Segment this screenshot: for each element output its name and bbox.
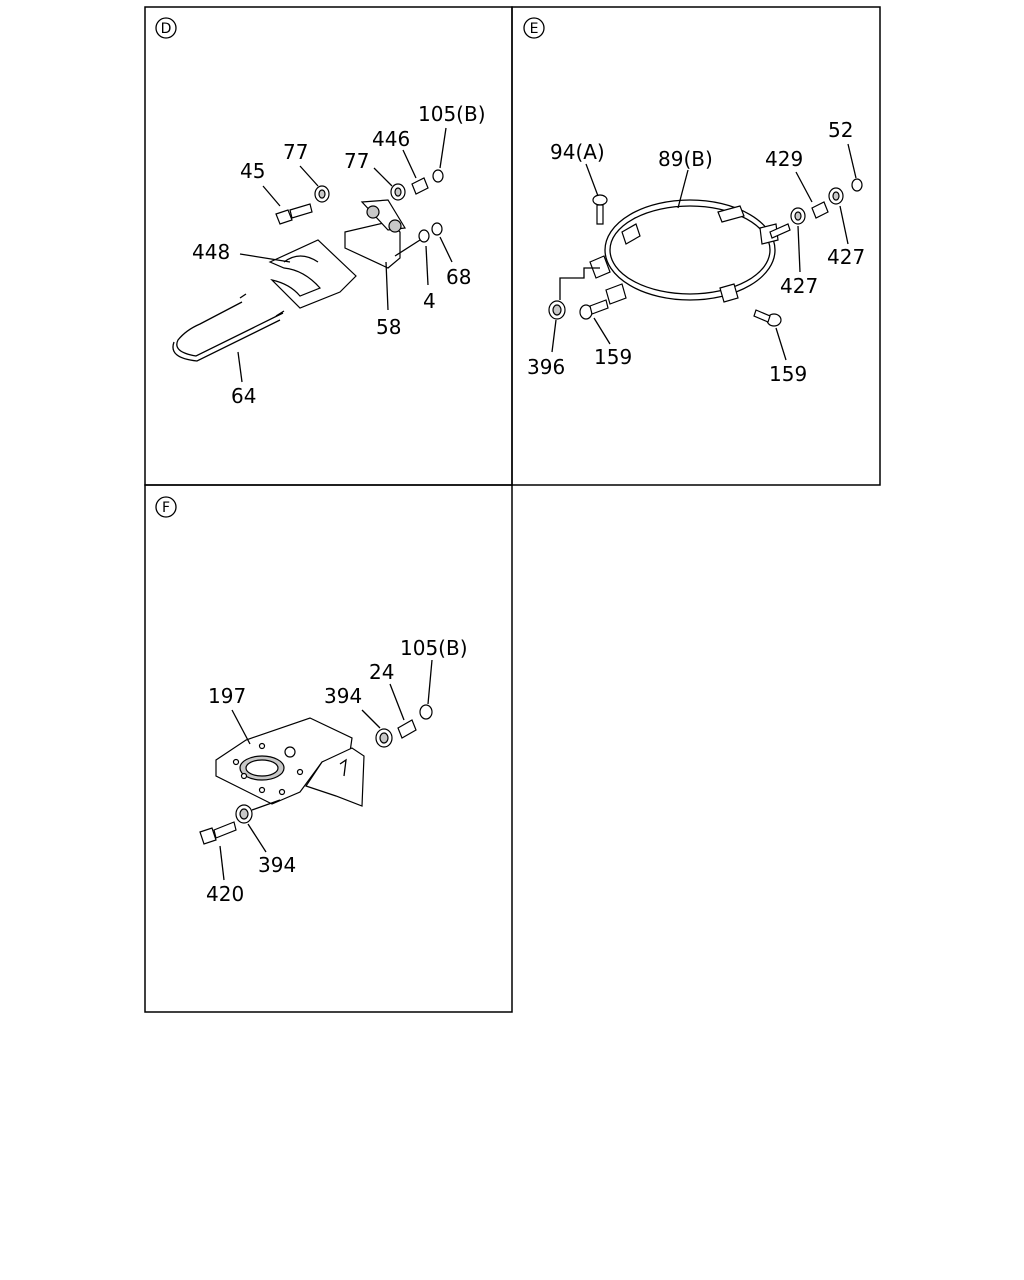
callout-e-circle-icon xyxy=(523,17,545,39)
part-label-427-inner: 427 xyxy=(780,274,818,298)
part-label-24: 24 xyxy=(369,660,394,684)
band-89b-icon xyxy=(604,199,776,301)
u-bolt-64-icon xyxy=(176,301,284,357)
part-label-4: 4 xyxy=(423,289,436,313)
washer-4-icon xyxy=(418,229,430,243)
callout-f: F xyxy=(155,496,177,518)
part-label-427-outer: 427 xyxy=(827,245,865,269)
nut-52-icon xyxy=(851,178,863,192)
callout-e-letter: E xyxy=(530,21,539,37)
callout-d: D xyxy=(155,17,177,39)
rubber-mount-394-lower-icon xyxy=(235,804,253,824)
bolt-45-icon xyxy=(275,203,313,225)
callout-f-letter: F xyxy=(162,500,170,516)
part-label-58: 58 xyxy=(376,315,401,339)
collar-24-icon xyxy=(397,719,417,739)
panel-e-frame xyxy=(511,6,881,486)
part-label-420: 420 xyxy=(206,882,244,906)
callout-e: E xyxy=(523,17,545,39)
part-label-448: 448 xyxy=(192,240,230,264)
collar-429-icon xyxy=(811,201,829,219)
part-label-396: 396 xyxy=(527,355,565,379)
bolt-94a-icon xyxy=(592,194,608,225)
panel-frames xyxy=(144,6,881,1013)
callout-d-circle-icon xyxy=(155,17,177,39)
part-label-94a: 94(A) xyxy=(550,140,605,164)
bolt-420-icon xyxy=(199,821,237,845)
bracket-plate-197-flange-icon xyxy=(305,747,365,807)
nut-105b-f-icon xyxy=(419,704,433,720)
saddle-plate-448-icon xyxy=(268,239,357,309)
part-label-64: 64 xyxy=(231,384,256,408)
part-label-394-upper: 394 xyxy=(324,684,362,708)
nut-105b-d-icon xyxy=(432,169,444,183)
nut-68-icon xyxy=(431,222,443,236)
nut-396-icon xyxy=(548,300,566,320)
part-label-105b: 105(B) xyxy=(400,636,468,660)
collar-446-icon xyxy=(411,177,429,195)
callout-f-circle-icon xyxy=(155,496,177,518)
part-label-159-right: 159 xyxy=(769,362,807,386)
bolt-159-right-icon xyxy=(753,309,782,327)
panel-f: F xyxy=(155,496,468,906)
part-label-45: 45 xyxy=(240,159,265,183)
part-label-68: 68 xyxy=(446,265,471,289)
part-label-89b: 89(B) xyxy=(658,147,713,171)
panel-f-frame xyxy=(144,484,513,1013)
part-label-105b: 105(B) xyxy=(418,102,486,126)
part-label-429: 429 xyxy=(765,147,803,171)
panel-e: E xyxy=(523,17,865,386)
panel-d: D xyxy=(155,17,486,408)
bolt-159-left-icon xyxy=(579,299,609,320)
part-label-394-lower: 394 xyxy=(258,853,296,877)
rubber-mount-394-upper-icon xyxy=(375,728,393,748)
part-label-446: 446 xyxy=(372,127,410,151)
part-label-197: 197 xyxy=(208,684,246,708)
part-label-52: 52 xyxy=(828,118,853,142)
part-label-77-right: 77 xyxy=(344,149,369,173)
part-label-159-left: 159 xyxy=(594,345,632,369)
part-label-77-left: 77 xyxy=(283,140,308,164)
callout-d-letter: D xyxy=(161,21,172,37)
